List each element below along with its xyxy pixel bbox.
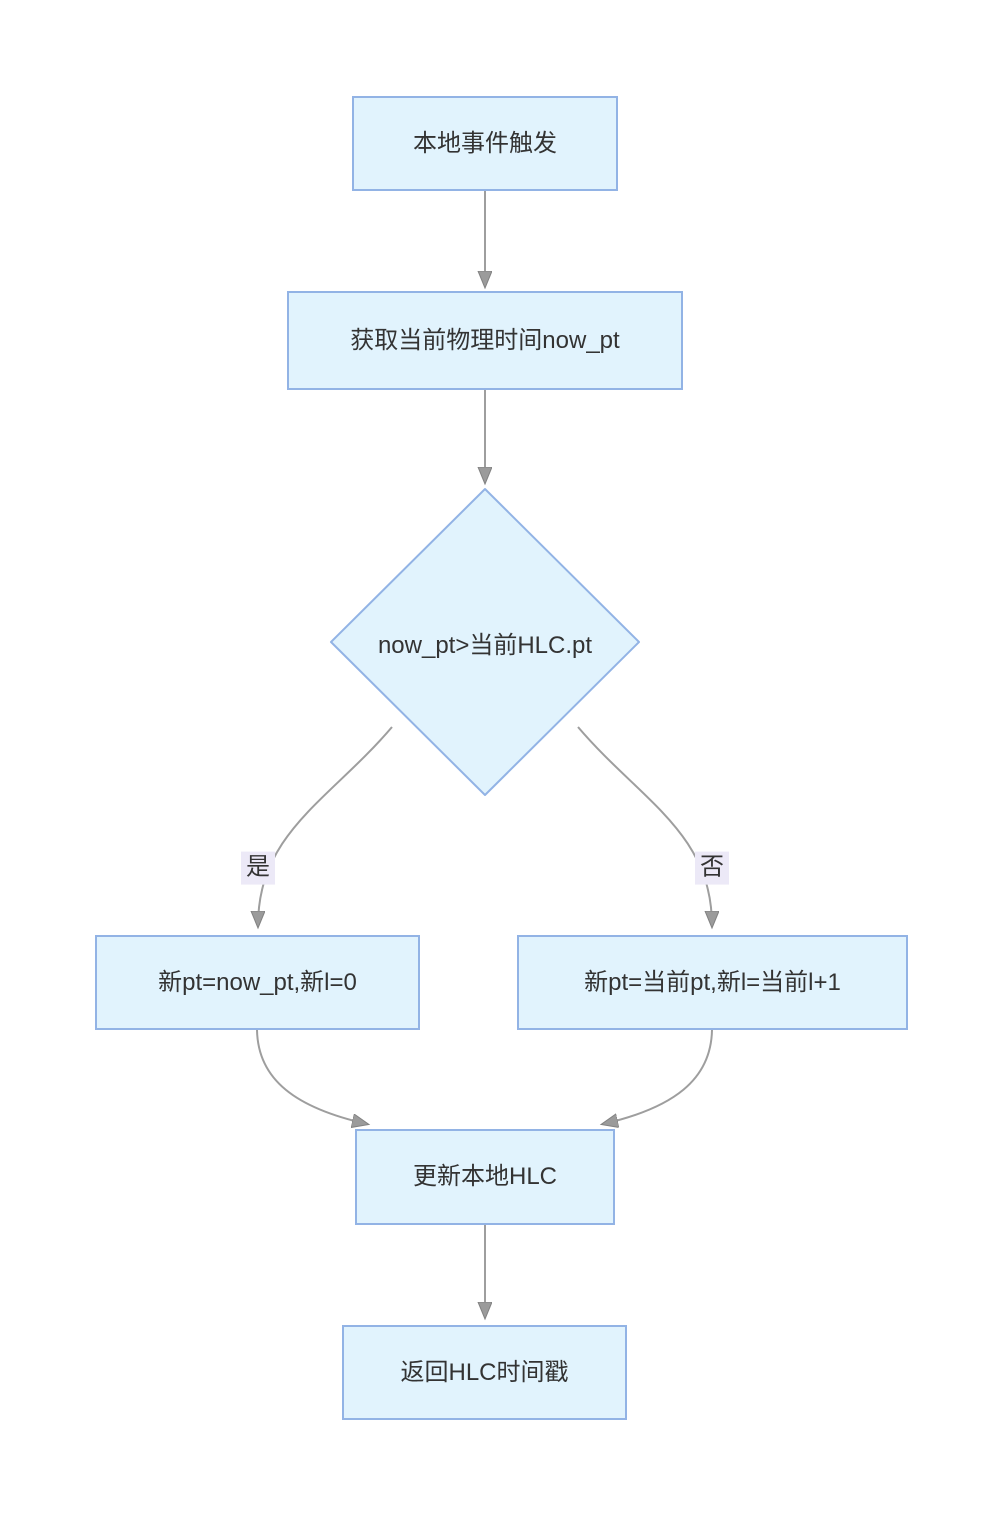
node-start: 本地事件触发	[352, 96, 618, 191]
edge-no-to-update	[603, 1029, 713, 1124]
node-update-hlc: 更新本地HLC	[355, 1129, 615, 1225]
edge-label-no: 否	[695, 851, 729, 885]
edge-decision-to-no	[577, 726, 712, 926]
node-no-branch: 新pt=当前pt,新l=当前l+1	[517, 935, 908, 1030]
node-decision-label: now_pt>当前HLC.pt	[377, 631, 593, 659]
node-get-time: 获取当前物理时间now_pt	[287, 291, 683, 390]
node-yes-branch: 新pt=now_pt,新l=0	[95, 935, 420, 1030]
edge-label-yes: 是	[241, 851, 275, 885]
edge-yes-to-update	[256, 1029, 367, 1124]
node-return-timestamp: 返回HLC时间戳	[342, 1325, 627, 1420]
edge-decision-to-yes	[258, 726, 393, 926]
